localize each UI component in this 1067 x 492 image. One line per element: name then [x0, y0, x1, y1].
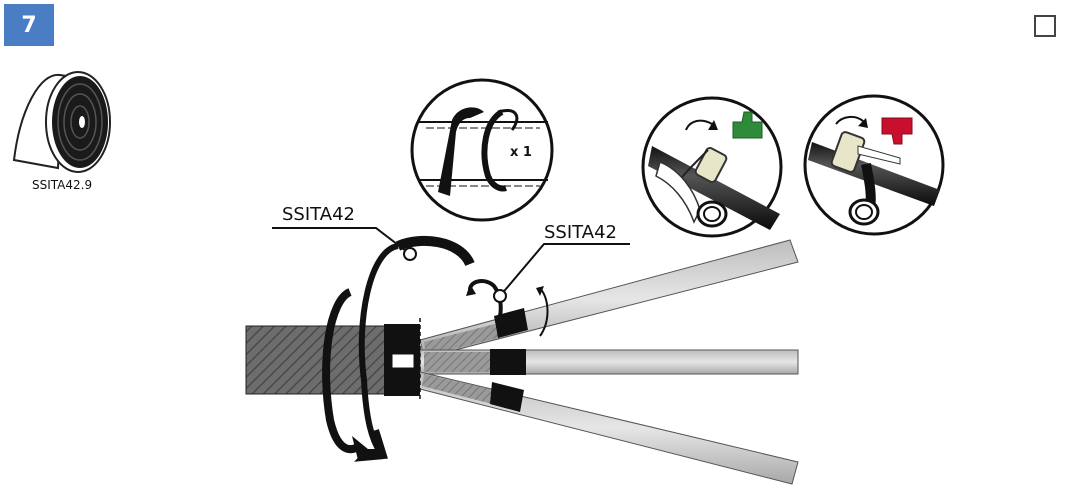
wrap-arrow-branch: [466, 279, 549, 337]
step-done-checkbox[interactable]: [1034, 15, 1056, 37]
direction-arrow-icon: [391, 353, 415, 369]
branch-pipe-lower: [415, 371, 799, 485]
wrap-arrow-main: [322, 235, 475, 462]
product-code: SSITA42.9: [32, 178, 92, 192]
detail-wrap-overlap: x 1: [410, 78, 554, 222]
detail-correct-wrap: [641, 96, 783, 238]
branch-pipe-upper: [419, 239, 799, 359]
branch-pipe-middle: [419, 349, 799, 375]
tape-roll-icon: [12, 71, 111, 173]
step-number-badge: 7: [4, 4, 54, 46]
main-tape-label: SSITA42: [282, 204, 355, 225]
thumbs-up-icon: [732, 111, 763, 139]
branch-tape-label: SSITA42: [544, 222, 617, 243]
thumbs-down-icon: [881, 117, 913, 145]
wrap-count-label: x 1: [510, 145, 532, 160]
detail-incorrect-wrap: [803, 94, 945, 236]
